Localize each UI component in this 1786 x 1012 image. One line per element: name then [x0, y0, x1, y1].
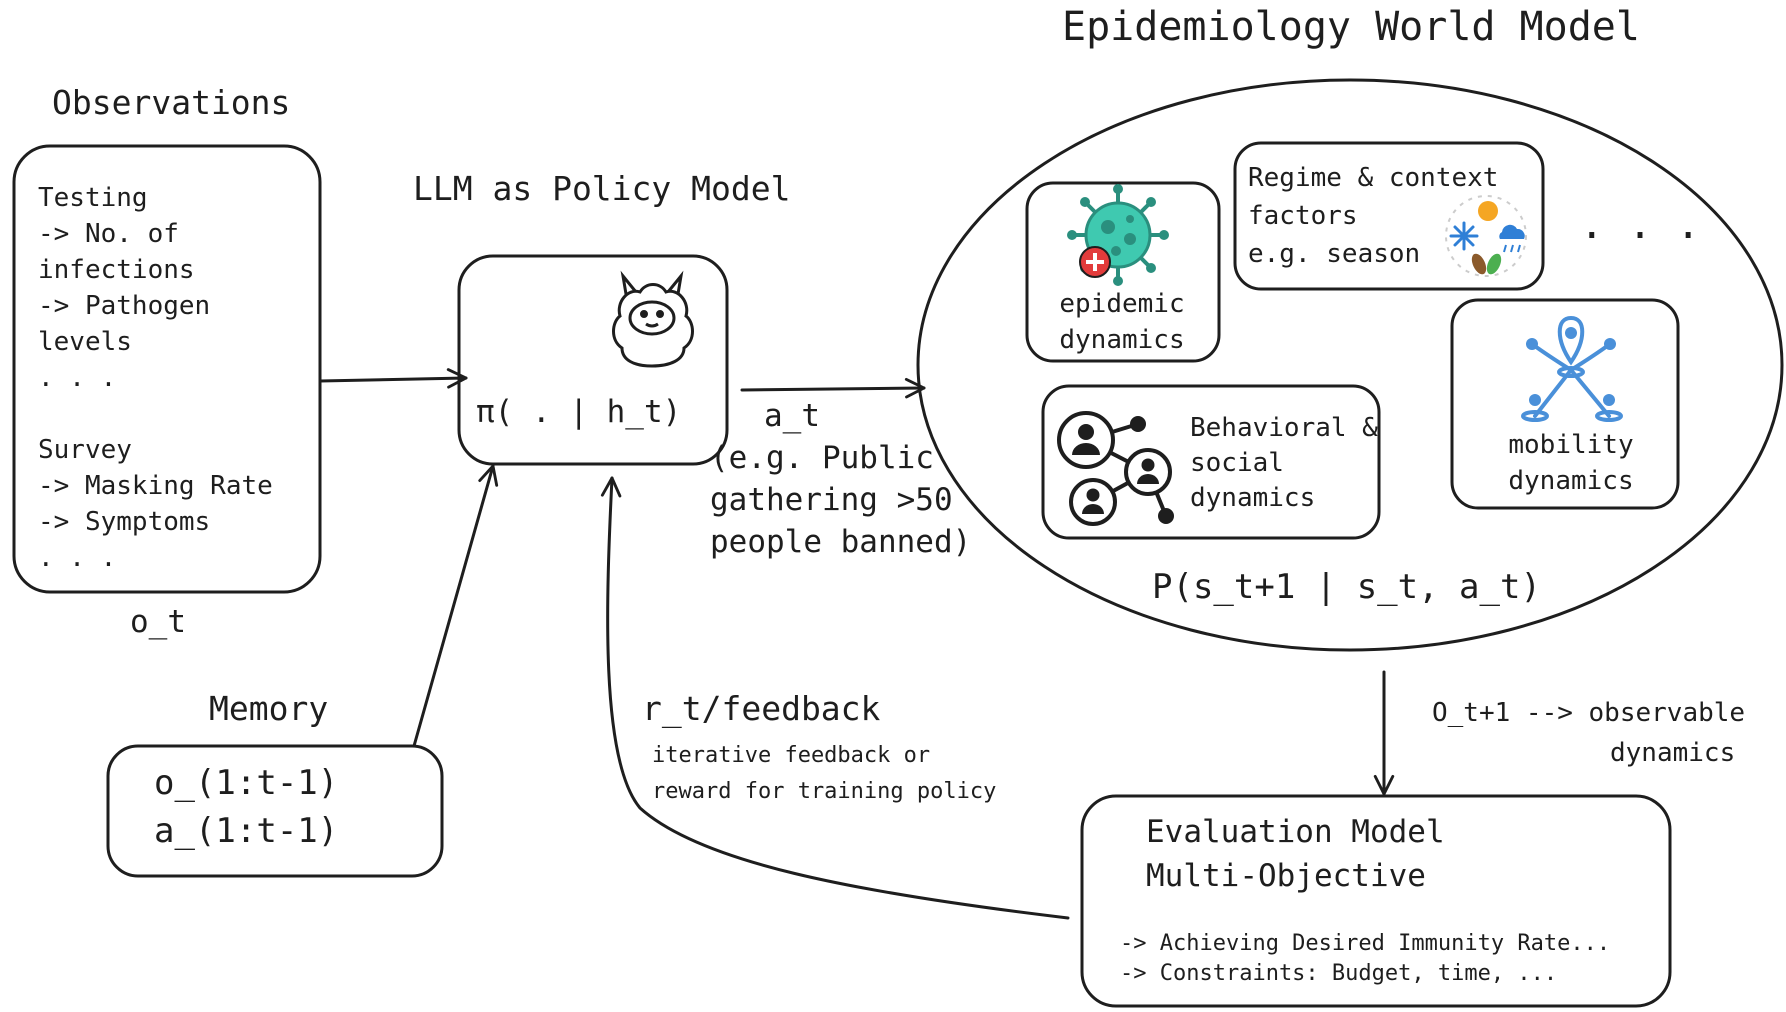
action-example-3: people banned) [710, 524, 971, 560]
memory-title: Memory [209, 689, 328, 728]
action-label: a_t [764, 398, 820, 434]
action-example-1: (e.g. Public [710, 440, 934, 476]
arrow-feedback-to-policy [600, 476, 1070, 920]
location-network-icon [1521, 315, 1623, 422]
observation-line: -> No. of [38, 219, 179, 249]
observations-list: Testing -> No. of infections -> Pathogen… [38, 183, 273, 573]
observations-box [12, 144, 322, 594]
observation-line: infections [38, 255, 195, 285]
observation-line: . . . [38, 363, 116, 393]
observation-line: -> Symptoms [38, 507, 210, 537]
regime-context-box: Regime & context factors e.g. season [1233, 141, 1545, 291]
evaluation-box [1080, 794, 1672, 1008]
mobility-label-2: dynamics [1508, 466, 1633, 496]
behavioral-line-3: dynamics [1190, 483, 1315, 513]
observable-line-2: dynamics [1610, 738, 1735, 768]
transition-formula: P(s_t+1 | s_t, a_t) [1152, 567, 1541, 607]
observation-line: levels [38, 327, 132, 357]
evaluation-item-1: -> Achieving Desired Immunity Rate... [1120, 931, 1610, 956]
evaluation-item-2: -> Constraints: Budget, time, ... [1120, 961, 1557, 986]
regime-line-2: factors [1248, 201, 1358, 231]
mobility-dynamics-box: mobility dynamics [1450, 298, 1680, 510]
world-model-ellipsis: . . . [1580, 202, 1700, 248]
observations-caption: o_t [130, 604, 186, 640]
observation-line: . . . [38, 543, 116, 573]
feedback-line-2: reward for training policy [652, 779, 996, 804]
llama-icon [612, 270, 694, 368]
memory-box [106, 744, 444, 878]
observation-line: -> Pathogen [38, 291, 210, 321]
mobility-label-1: mobility [1508, 430, 1633, 460]
world-model-ellipse [916, 78, 1784, 652]
observation-line: Testing [38, 183, 148, 213]
world-model-title: Epidemiology World Model [1062, 4, 1640, 50]
virus-icon [1067, 184, 1169, 286]
observations-title: Observations [52, 83, 290, 122]
feedback-line-1: iterative feedback or [652, 743, 930, 768]
memory-line-1: o_(1:t-1) [154, 763, 338, 803]
arrow-policy-to-world-model [740, 377, 926, 399]
regime-line-1: Regime & context [1248, 163, 1498, 193]
evaluation-title-1: Evaluation Model [1146, 814, 1445, 850]
arrow-memory-to-policy [412, 464, 499, 748]
action-example-2: gathering >50 [710, 482, 953, 518]
regime-line-3: e.g. season [1248, 239, 1420, 269]
evaluation-title-2: Multi-Objective [1146, 858, 1426, 894]
observable-line-1: O_t+1 --> observable [1432, 698, 1745, 728]
epidemic-dynamics-box: epidemic dynamics [1025, 181, 1221, 363]
arrow-observations-to-policy [318, 368, 468, 389]
behavioral-line-1: Behavioral & [1190, 413, 1378, 443]
weather-season-icon [1445, 195, 1527, 277]
feedback-title: r_t/feedback [642, 689, 881, 729]
epidemic-label-2: dynamics [1059, 325, 1184, 355]
policy-title: LLM as Policy Model [413, 169, 791, 208]
behavioral-social-box: Behavioral & social dynamics [1041, 384, 1381, 540]
epidemic-label-1: epidemic [1059, 289, 1184, 319]
policy-box [457, 254, 729, 466]
memory-line-2: a_(1:t-1) [154, 811, 338, 851]
behavioral-line-2: social [1190, 448, 1284, 478]
social-network-icon [1057, 411, 1174, 526]
observation-line: -> Masking Rate [38, 471, 273, 501]
policy-formula: π( . | h_t) [476, 394, 681, 430]
observation-line: Survey [38, 435, 132, 465]
